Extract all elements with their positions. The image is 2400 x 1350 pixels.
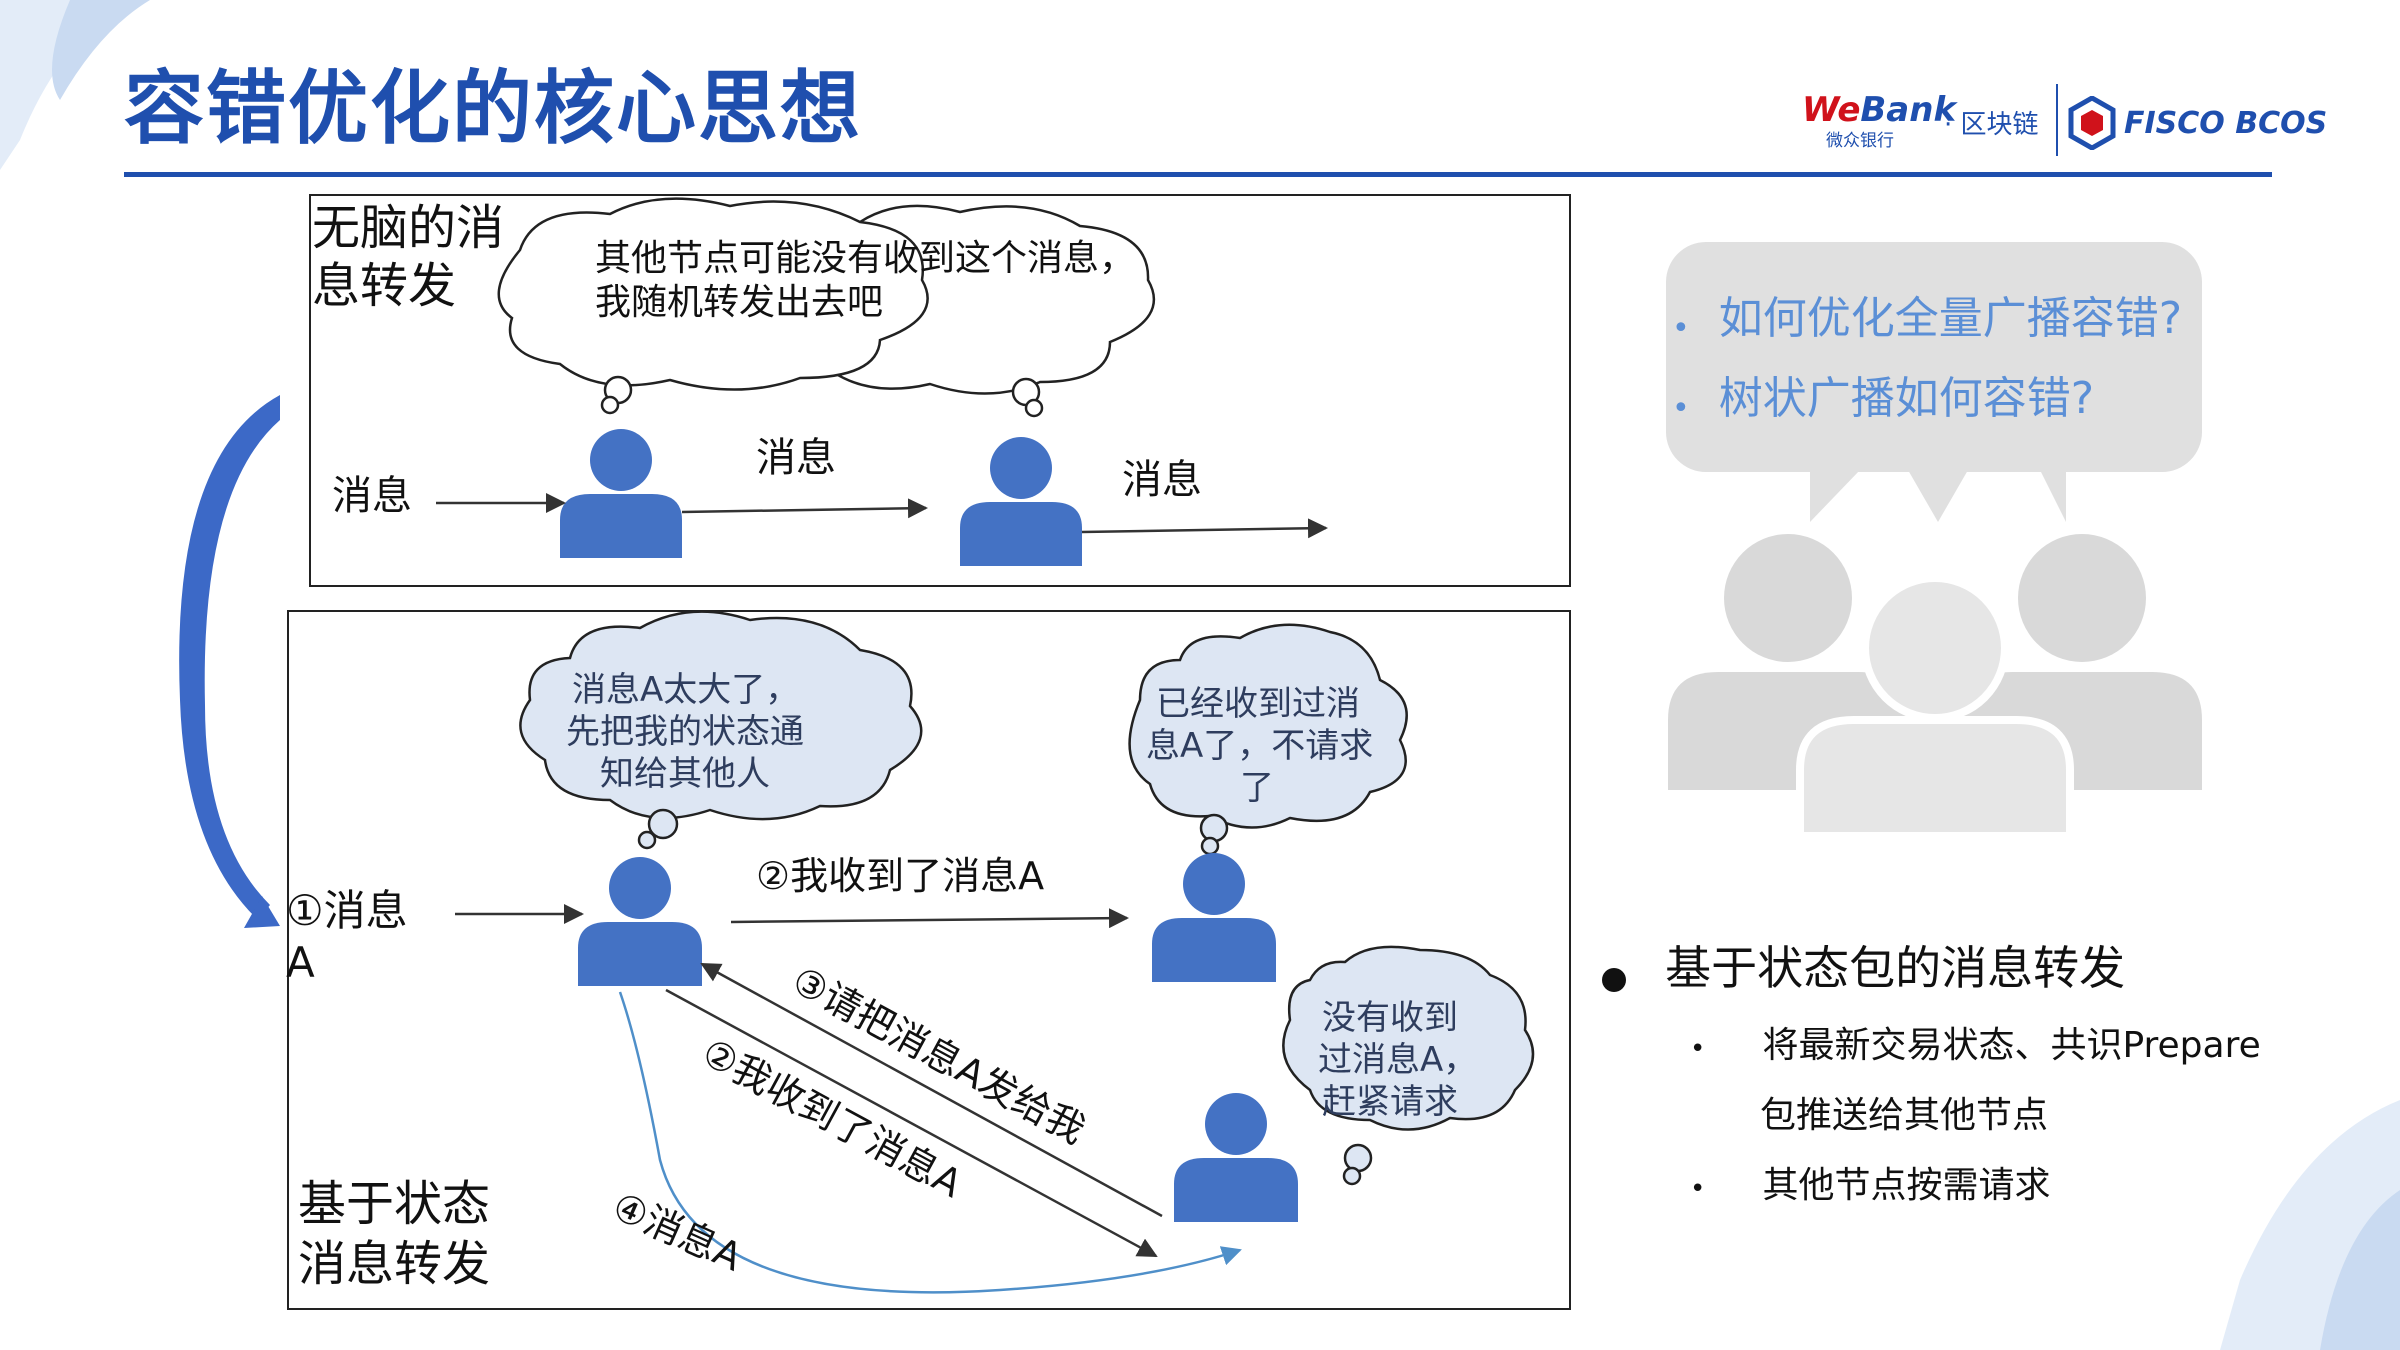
person-icon bbox=[1152, 853, 1276, 982]
request-arrow bbox=[700, 962, 1163, 1218]
sub-bullet-icon: • bbox=[1690, 1034, 1706, 1064]
person-icon bbox=[960, 437, 1082, 566]
thought-text-top-line2: 我随机转发出去吧 bbox=[595, 282, 884, 323]
transition-curve-arrow bbox=[179, 395, 280, 920]
webank-logo: WeBank bbox=[1802, 90, 1956, 130]
corner-decoration-bottom-right bbox=[2220, 1100, 2400, 1350]
thought-text-c-line1: 没有收到 bbox=[1322, 998, 1458, 1038]
question-2-text: 树状广播如何容错? bbox=[1718, 373, 2095, 424]
status-arrow-top bbox=[730, 908, 1129, 929]
naive-forwarding-label-line2: 息转发 bbox=[312, 258, 457, 314]
blockchain-logo-text: · 区块链 bbox=[1944, 110, 2039, 140]
webank-logo-bank: Bank bbox=[1860, 90, 1957, 130]
person-icon bbox=[578, 857, 702, 986]
message-label-mid: 消息 bbox=[756, 435, 836, 481]
thought-text-a-line1: 消息A太大了， bbox=[572, 670, 800, 710]
state-based-forwarding-label-line2: 消息转发 bbox=[298, 1236, 491, 1292]
right-sub-bullet-2: • 其他节点按需请求 bbox=[1690, 1156, 2050, 1208]
naive-forwarding-label-line1: 无脑的消 bbox=[312, 200, 505, 256]
thought-cloud-c bbox=[1282, 945, 1535, 1131]
thought-text-a-line3: 知给其他人 bbox=[600, 754, 770, 794]
corner-decoration-top-left bbox=[0, 0, 150, 170]
question-item-2: • 树状广播如何容错? bbox=[1672, 362, 2094, 426]
question-speech-bubble bbox=[1666, 242, 2202, 522]
thought-cloud-top-left bbox=[497, 197, 929, 391]
thought-text-c-line2: 过消息A， bbox=[1318, 1040, 1478, 1080]
title-underline bbox=[124, 172, 2272, 177]
people-group-icon bbox=[1668, 534, 2202, 840]
right-main-text: 基于状态包的消息转发 bbox=[1665, 941, 2126, 995]
message-delivery-arrow bbox=[618, 991, 1242, 1294]
webank-logo-we: We bbox=[1802, 90, 1861, 130]
thought-text-a-line2: 先把我的状态通 bbox=[566, 712, 804, 752]
person-icon bbox=[1174, 1093, 1298, 1222]
bullet-dot-icon: • bbox=[1672, 311, 1690, 346]
message-arrow-out bbox=[1081, 518, 1328, 539]
fisco-bcos-logo: FISCO BCOS bbox=[2124, 106, 2328, 141]
bullet-dot-icon: • bbox=[1672, 391, 1690, 426]
filled-bullet-icon bbox=[1602, 967, 1626, 992]
right-sub1-line2: 包推送给其他节点 bbox=[1760, 1095, 2049, 1136]
right-sub-bullet-1: • 将最新交易状态、共识Prepare bbox=[1690, 1016, 2261, 1068]
thought-text-b-line3: 了 bbox=[1240, 768, 1274, 808]
input-message-label-line1: ①消息 bbox=[286, 886, 408, 935]
status-arrow-diagonal bbox=[665, 988, 1158, 1258]
message-label-out: 消息 bbox=[1122, 457, 1202, 503]
thought-text-b-line2: 息A了，不请求 bbox=[1146, 726, 1374, 766]
thought-cloud-a bbox=[519, 610, 923, 821]
fisco-hexagon-icon bbox=[2068, 96, 2116, 150]
webank-logo-subtitle: 微众银行 bbox=[1826, 131, 1894, 151]
right-sub2-text: 其他节点按需请求 bbox=[1762, 1165, 2051, 1206]
question-1-text: 如何优化全量广播容错? bbox=[1718, 293, 2183, 344]
input-message-label-line2: A bbox=[286, 938, 315, 987]
logo-divider bbox=[2056, 84, 2058, 156]
thought-text-c-line3: 赶紧请求 bbox=[1322, 1082, 1458, 1122]
state-based-forwarding-label-line1: 基于状态 bbox=[298, 1176, 491, 1232]
sub-bullet-icon: • bbox=[1690, 1174, 1706, 1204]
naive-forwarding-panel bbox=[309, 194, 1571, 587]
status-arrow-top-label: ②我收到了消息A bbox=[756, 854, 1045, 898]
right-main-bullet: 基于状态包的消息转发 bbox=[1602, 932, 2125, 998]
person-icon bbox=[560, 429, 682, 558]
state-based-forwarding-panel bbox=[287, 610, 1571, 1310]
slide-title: 容错优化的核心思想 bbox=[124, 62, 862, 155]
message-arrow-mid bbox=[681, 498, 928, 519]
message-label-in: 消息 bbox=[332, 473, 412, 519]
right-sub1-line1: 将最新交易状态、共识Prepare bbox=[1762, 1025, 2261, 1066]
thought-text-b-line1: 已经收到过消 bbox=[1156, 684, 1360, 724]
thought-cloud-b bbox=[1128, 623, 1408, 829]
thought-text-top-line1: 其他节点可能没有收到这个消息， bbox=[595, 238, 1136, 279]
question-item-1: • 如何优化全量广播容错? bbox=[1672, 282, 2182, 346]
